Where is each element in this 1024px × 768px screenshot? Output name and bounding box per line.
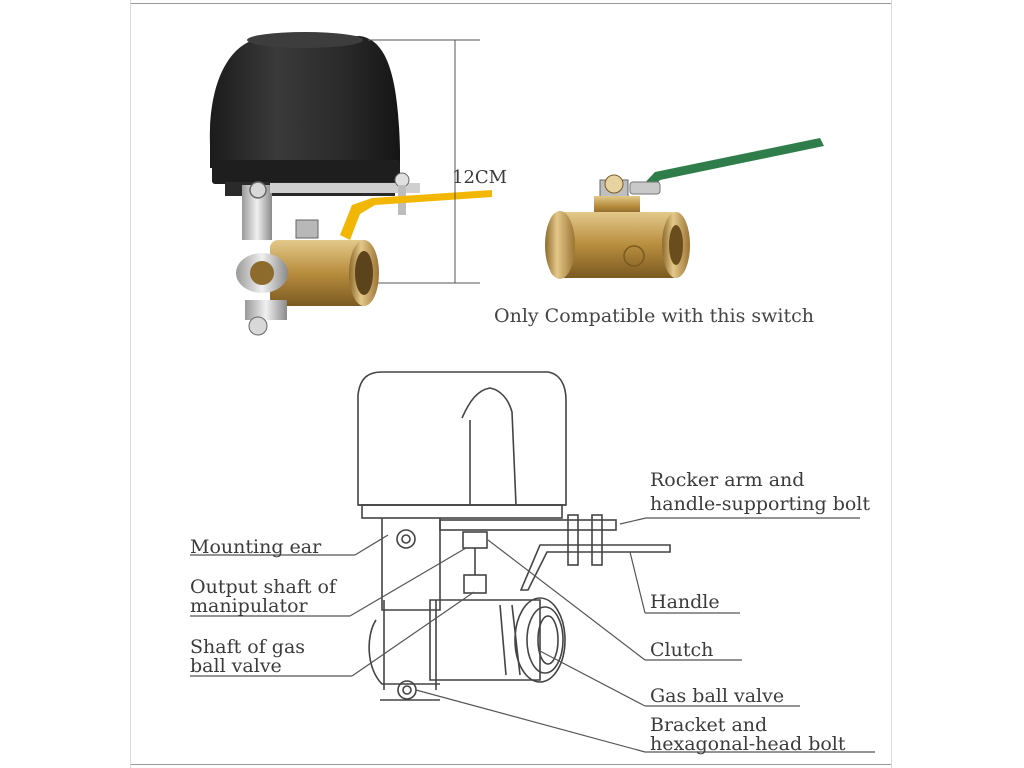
photo-caption: Only Compatible with this switch — [494, 305, 814, 327]
label-rocker-arm-line1: Rocker arm and — [650, 469, 805, 491]
right-border — [891, 0, 892, 768]
top-border — [130, 3, 892, 4]
leader-lines — [190, 517, 875, 753]
green-lever — [640, 138, 824, 194]
label-handle: Handle — [650, 591, 720, 613]
label-rocker-arm-line2: handle-supporting bolt — [650, 493, 871, 515]
ball-valve-body — [550, 212, 682, 278]
left-border — [130, 0, 131, 768]
label-mounting-ear: Mounting ear — [190, 536, 322, 558]
bottom-border — [130, 764, 892, 765]
label-output-shaft-line2: manipulator — [190, 595, 308, 617]
label-bracket-line2: hexagonal-head bolt — [650, 733, 846, 755]
brass-valve-body — [270, 240, 370, 306]
label-shaft-gas-line2: ball valve — [190, 655, 282, 677]
label-clutch: Clutch — [650, 639, 714, 661]
label-shaft-gas-line1: Shaft of gas — [190, 636, 306, 658]
label-gas-ball-valve: Gas ball valve — [650, 685, 785, 707]
label-bracket-line1: Bracket and — [650, 714, 768, 736]
dimension-label: 12CM — [452, 167, 508, 188]
label-output-shaft-line1: Output shaft of — [190, 576, 337, 598]
yellow-handle — [340, 190, 492, 240]
actuator-cap — [209, 36, 400, 168]
diagram-actuator-cap — [357, 371, 567, 506]
actuator-base — [212, 160, 400, 184]
